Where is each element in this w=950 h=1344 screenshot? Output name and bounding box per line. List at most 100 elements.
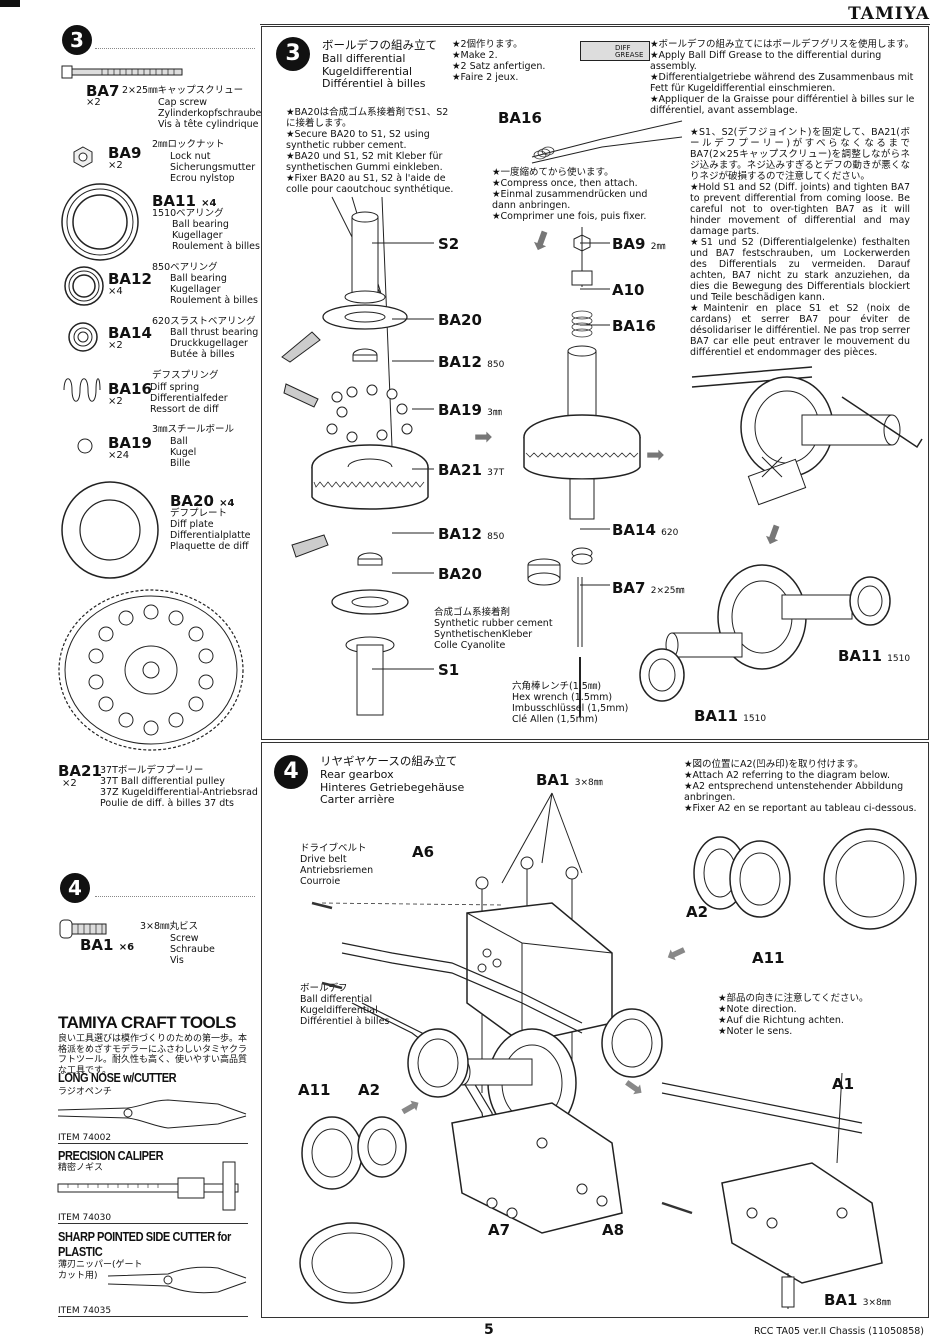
left-step-3-divider	[95, 48, 255, 49]
diff-pulley-icon	[58, 589, 244, 751]
arrow-right-icon: ➡	[646, 443, 665, 468]
callout-a2-right: A2	[686, 903, 709, 921]
callout-ba14: BA14 620	[612, 521, 679, 539]
callout-ba9: BA9 2㎜	[612, 235, 666, 253]
screw-icon	[59, 919, 107, 939]
diff-tighten-illustration	[691, 366, 923, 506]
callout-ba21: BA21 37T	[438, 461, 505, 479]
diff-plate-icon	[61, 481, 159, 579]
grease-note: ★ボールデフの組み立てにはボールデフグリスを使用します。★Apply Ball …	[650, 39, 915, 116]
part-code: BA19	[108, 434, 152, 452]
tool-item-no: ITEM 74002	[58, 1133, 112, 1143]
part-code: BA20 ×4	[170, 492, 235, 510]
step-4-panel: 4 リヤギヤケースの組み立て Rear gearbox Hinteres Get…	[261, 742, 929, 1318]
cement-tube-icon	[281, 331, 321, 363]
leader-lines-center	[580, 242, 610, 586]
tool-jp: 薄刃ニッパー(ゲートカット用)	[58, 1260, 143, 1281]
part-jp: 1510ベアリング	[152, 208, 224, 219]
part-qty: ×4	[108, 286, 123, 297]
grease-tube-icon: DIFF GREASE	[580, 41, 650, 61]
left-step-4-badge: 4	[60, 873, 90, 903]
part-jp: 3㎜スチールボール	[152, 424, 235, 435]
step-3-panel: 3 ボールデフの組み立て Ball differential Kugeldiff…	[261, 26, 929, 740]
bearing-holder-right	[693, 828, 917, 930]
ball-bearing-icon	[64, 266, 104, 306]
part-code: BA1 ×6	[80, 936, 135, 954]
part-code: BA21	[58, 762, 102, 780]
tool-name: PRECISION CALIPER	[58, 1148, 164, 1163]
step-4-title: リヤギヤケースの組み立て Rear gearbox Hinteres Getri…	[320, 754, 465, 806]
wrench-tip-icon	[527, 558, 561, 586]
callout-a10: A10	[612, 281, 645, 299]
step-4-badge: 4	[274, 755, 308, 789]
part-code: BA14	[108, 324, 152, 342]
cement-tube-icon	[291, 534, 329, 558]
callout-ba7: BA7 2×25㎜	[612, 579, 685, 597]
cement-tube-icon	[283, 383, 319, 408]
callout-a8: A8	[602, 1221, 625, 1239]
part-code: BA11 ×4	[152, 192, 217, 210]
left-step-4-divider	[95, 896, 255, 897]
step-3-badge: 3	[276, 37, 310, 71]
callout-ba1-top: BA1 3×8㎜	[536, 771, 603, 789]
callout-ba12-upper: BA12 850	[438, 353, 505, 371]
part-jp: デフスプリング	[152, 370, 219, 381]
part-jp: 2×25㎜キャップスクリュー	[122, 85, 244, 96]
compress-note: ★一度縮めてから使います。★Compress once, then attach…	[492, 167, 648, 222]
long-nose-pliers-icon	[57, 1099, 247, 1129]
diff-bearing-install	[639, 564, 891, 702]
lock-nut-icon	[73, 146, 93, 168]
part-code: BA12	[108, 270, 152, 288]
callout-a11-left: A11	[298, 1081, 331, 1099]
part-qty: ×2	[86, 97, 101, 108]
side-cutter-icon	[107, 1266, 247, 1294]
leader-lines-left	[372, 242, 434, 670]
ball-bearing-icon	[61, 183, 139, 261]
make-qty-note: ★2個作ります。★Make 2.★2 Satz anfertigen.★Fair…	[452, 39, 546, 83]
callout-ba16: BA16	[612, 317, 656, 335]
part-jp: 850ベアリング	[152, 262, 218, 273]
attach-a2-note: ★図の位置にA2(凹み印)を取り付けます。★Attach A2 referrin…	[684, 759, 917, 814]
callout-a1: A1	[832, 1075, 855, 1093]
callout-s1: S1	[438, 661, 460, 679]
part-qty: ×24	[108, 450, 130, 461]
callout-ba16-top: BA16	[498, 109, 542, 127]
callout-a7: A7	[488, 1221, 511, 1239]
top-left-mark	[0, 0, 20, 7]
hex-wrench-label: 六角棒レンチ(1.5㎜)Hex wrench (1.5mm)Imbusschlü…	[512, 681, 629, 725]
pliers-compress-illustration	[531, 120, 683, 164]
callout-ba11-bottom: BA11 1510	[694, 707, 767, 725]
rear-gearbox-exploded	[311, 792, 663, 1234]
part-jp: 3×8㎜丸ビス	[140, 921, 199, 932]
craft-tools-tagline: 良い工具選びは模作づくりのための第一歩。本格派をめざすモデラーにふさわしいタミヤ…	[58, 1034, 248, 1076]
tool-rule	[58, 1143, 248, 1144]
tool-item-no: ITEM 74035	[58, 1306, 112, 1316]
part-code: BA7	[86, 82, 120, 100]
header-rule	[260, 24, 930, 25]
tool-item-no: ITEM 74030	[58, 1213, 112, 1223]
part-jp: デフプレート	[170, 508, 228, 519]
callout-ba19: BA19 3㎜	[438, 401, 502, 419]
part-qty: ×2	[62, 778, 77, 789]
callout-ba1-bottom: BA1 3×8㎜	[824, 1291, 891, 1309]
tool-rule	[58, 1223, 248, 1224]
page-number: 5	[484, 1322, 494, 1338]
spring-icon	[63, 378, 101, 402]
arrow-right-icon: ➡	[474, 425, 493, 450]
part-qty: ×2	[108, 340, 123, 351]
ball-icon	[77, 438, 93, 454]
tighten-note: ★S1、S2(デフジョイント)を固定して、BA21(ボールデフプーリー)がすべら…	[690, 127, 910, 358]
part-code: BA16	[108, 380, 152, 398]
part-jp: 620スラストベアリング	[152, 316, 256, 327]
